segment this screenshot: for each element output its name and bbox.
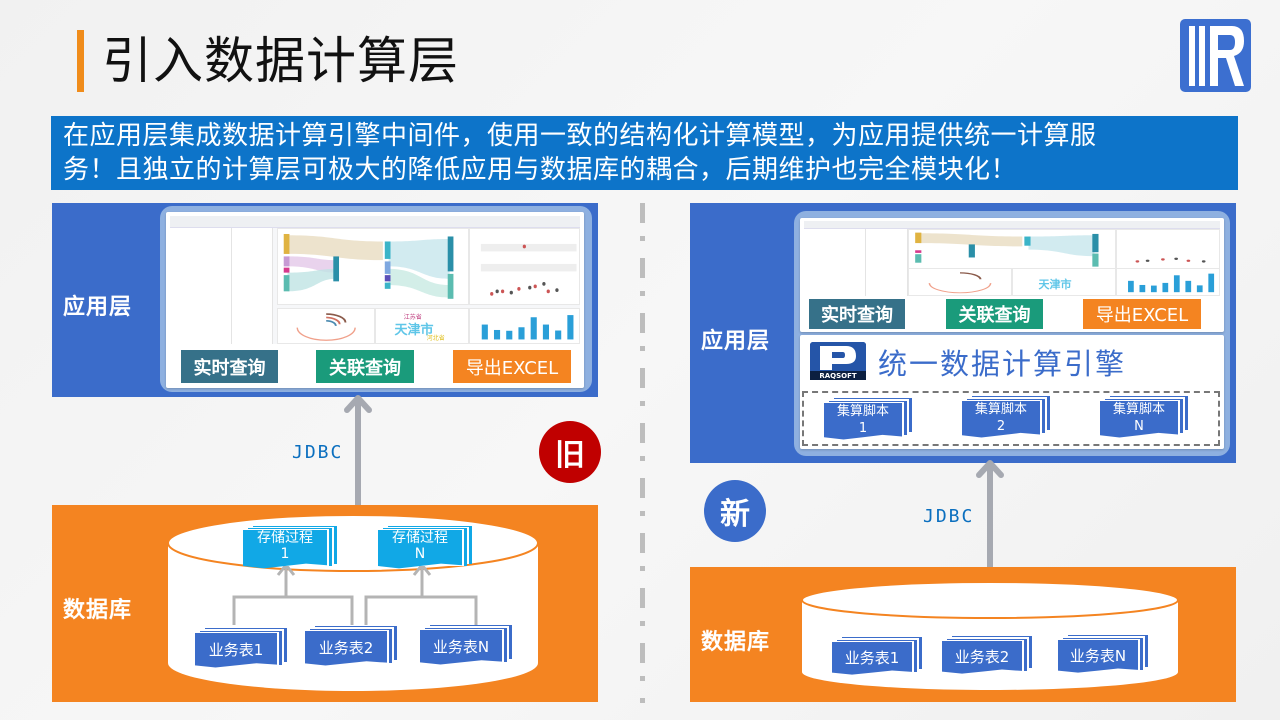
bar-chart-pane <box>469 308 580 344</box>
script-1: 集算脚本 1 <box>824 398 920 441</box>
procedure-name: 存储过程 <box>257 530 313 546</box>
mini-bar <box>1150 285 1157 293</box>
new-app-panel: 天津市 实时查询 关联查询 导出EXCEL <box>800 218 1224 332</box>
new-db-label: 数据库 <box>701 630 771 655</box>
wordcloud-word: 河北省 <box>426 334 445 342</box>
old-db-label: 数据库 <box>63 598 133 623</box>
engine-title: 统一数据计算引擎 <box>878 347 1127 381</box>
dashboard-field-panel <box>231 228 273 344</box>
mini-bar <box>482 324 489 340</box>
dashboard-toolbar <box>170 216 580 228</box>
wordcloud-pane: 天津市 江苏省 河北省 <box>375 308 470 344</box>
join-query-button[interactable]: 关联查询 <box>946 299 1043 329</box>
script-n: 集算脚本 N <box>1100 396 1196 439</box>
script-name: 集算脚本 <box>974 402 1027 417</box>
table-name: 业务表N <box>420 630 502 665</box>
section-divider <box>640 203 645 703</box>
table-name: 业务表N <box>1058 640 1138 673</box>
old-app-layer-label: 应用层 <box>63 295 133 320</box>
stored-procedure-n: 存储过程 N <box>378 526 474 570</box>
wordcloud-word: 江苏省 <box>403 313 422 321</box>
r-logo-icon <box>1180 19 1251 92</box>
dashboard-sidebar <box>804 229 867 296</box>
mini-bar <box>1128 281 1134 293</box>
compute-engine-panel: RAQSOFT 统一数据计算引擎 集算脚本 1 集算脚本 <box>800 335 1224 449</box>
join-query-button[interactable]: 关联查询 <box>316 350 414 383</box>
sankey-chart-pane <box>276 228 470 305</box>
table-name: 业务表2 <box>305 631 387 666</box>
dashboard-toolbar <box>804 221 1220 229</box>
mini-bar <box>1139 285 1146 293</box>
table-name: 业务表2 <box>942 641 1022 674</box>
procedure-index: 1 <box>280 546 290 562</box>
radial-chart-pane <box>276 308 375 344</box>
mini-bar-chart <box>482 315 574 340</box>
dashboard-sidebar <box>170 228 232 344</box>
new-app-layer-label: 应用层 <box>701 329 771 354</box>
new-dashboard-screenshot: 天津市 <box>804 221 1220 296</box>
mini-bar <box>494 330 501 340</box>
mini-bar-chart <box>1128 273 1215 293</box>
mini-bar <box>1208 273 1215 293</box>
business-table-1: 业务表1 <box>195 628 291 669</box>
wordcloud-main-word: 天津市 <box>1038 277 1072 291</box>
stored-procedure-1: 存储过程 1 <box>243 526 339 570</box>
old-app-panel: 天津市 江苏省 河北省 实时查询 关联查询 导出EXCEL <box>166 212 584 388</box>
script-index: N <box>1134 419 1144 434</box>
mini-bar <box>543 324 550 340</box>
raqsoft-brand-text: RAQSOFT <box>819 372 857 380</box>
banner-line-1: 在应用层集成数据计算引擎中间件，使用一致的结构化计算模型，为应用提供统一计算服 <box>63 121 1097 151</box>
title-accent-bar <box>77 30 84 92</box>
script-name: 集算脚本 <box>836 404 889 419</box>
new-app-layer: 应用层 <box>690 203 1236 463</box>
scatter-chart-pane <box>469 228 580 305</box>
page-title: 引入数据计算层 <box>102 32 459 90</box>
mini-bar <box>1162 283 1169 293</box>
business-table-n: 业务表N <box>420 625 516 666</box>
table-name: 业务表1 <box>832 642 912 675</box>
raqsoft-p-logo-icon: RAQSOFT <box>810 342 866 380</box>
bar-chart-pane <box>1116 268 1220 296</box>
wordcloud-pane: 天津市 <box>1012 268 1116 296</box>
old-app-frame: 天津市 江苏省 河北省 实时查询 关联查询 导出EXCEL <box>160 206 592 392</box>
export-excel-button[interactable]: 导出EXCEL <box>453 350 571 383</box>
script-2: 集算脚本 2 <box>962 396 1058 439</box>
mini-bar <box>518 327 525 340</box>
table-name: 业务表1 <box>195 633 277 668</box>
sankey-chart-pane <box>908 229 1116 271</box>
wordcloud-main-word: 天津市 <box>394 323 434 339</box>
old-app-layer: 应用层 <box>52 203 598 397</box>
mini-bar <box>1196 285 1203 293</box>
mini-bar <box>555 330 562 340</box>
new-app-frame: 天津市 实时查询 关联查询 导出EXCEL RAQSOFT 统一数据计算引擎 <box>794 211 1230 456</box>
script-name: 集算脚本 <box>1112 402 1165 417</box>
procedure-name: 存储过程 <box>392 530 448 546</box>
old-dashboard-screenshot: 天津市 江苏省 河北省 <box>170 216 580 344</box>
script-index: 2 <box>996 419 1006 434</box>
mini-bar <box>567 315 574 340</box>
banner-line-2: 务！且独立的计算层可极大的降低应用与数据库的耦合，后期维护也完全模块化！ <box>63 155 1018 185</box>
scatter-chart-pane <box>1116 229 1220 271</box>
business-table-2: 业务表2 <box>305 626 401 667</box>
dashboard-field-panel <box>866 229 908 296</box>
new-badge: 新 <box>704 480 766 542</box>
old-jdbc-label: JDBC <box>292 442 344 463</box>
procedure-index: N <box>414 546 426 562</box>
new-jdbc-arrow <box>976 460 1004 568</box>
mini-bar <box>530 317 538 340</box>
scripts-container: 集算脚本 1 集算脚本 2 集算脚本 <box>802 391 1220 446</box>
old-badge: 旧 <box>539 421 601 483</box>
summary-banner: 在应用层集成数据计算引擎中间件，使用一致的结构化计算模型，为应用提供统一计算服 … <box>51 116 1238 190</box>
mini-bar <box>1173 275 1180 293</box>
new-jdbc-label: JDBC <box>923 506 975 527</box>
realtime-query-button[interactable]: 实时查询 <box>809 299 905 329</box>
radial-chart-pane <box>908 268 1012 296</box>
old-jdbc-arrow <box>344 395 372 508</box>
export-excel-button[interactable]: 导出EXCEL <box>1083 299 1201 329</box>
script-index: 1 <box>858 421 868 436</box>
mini-bar <box>1185 281 1192 293</box>
realtime-query-button[interactable]: 实时查询 <box>181 350 278 383</box>
mini-bar <box>506 330 513 340</box>
